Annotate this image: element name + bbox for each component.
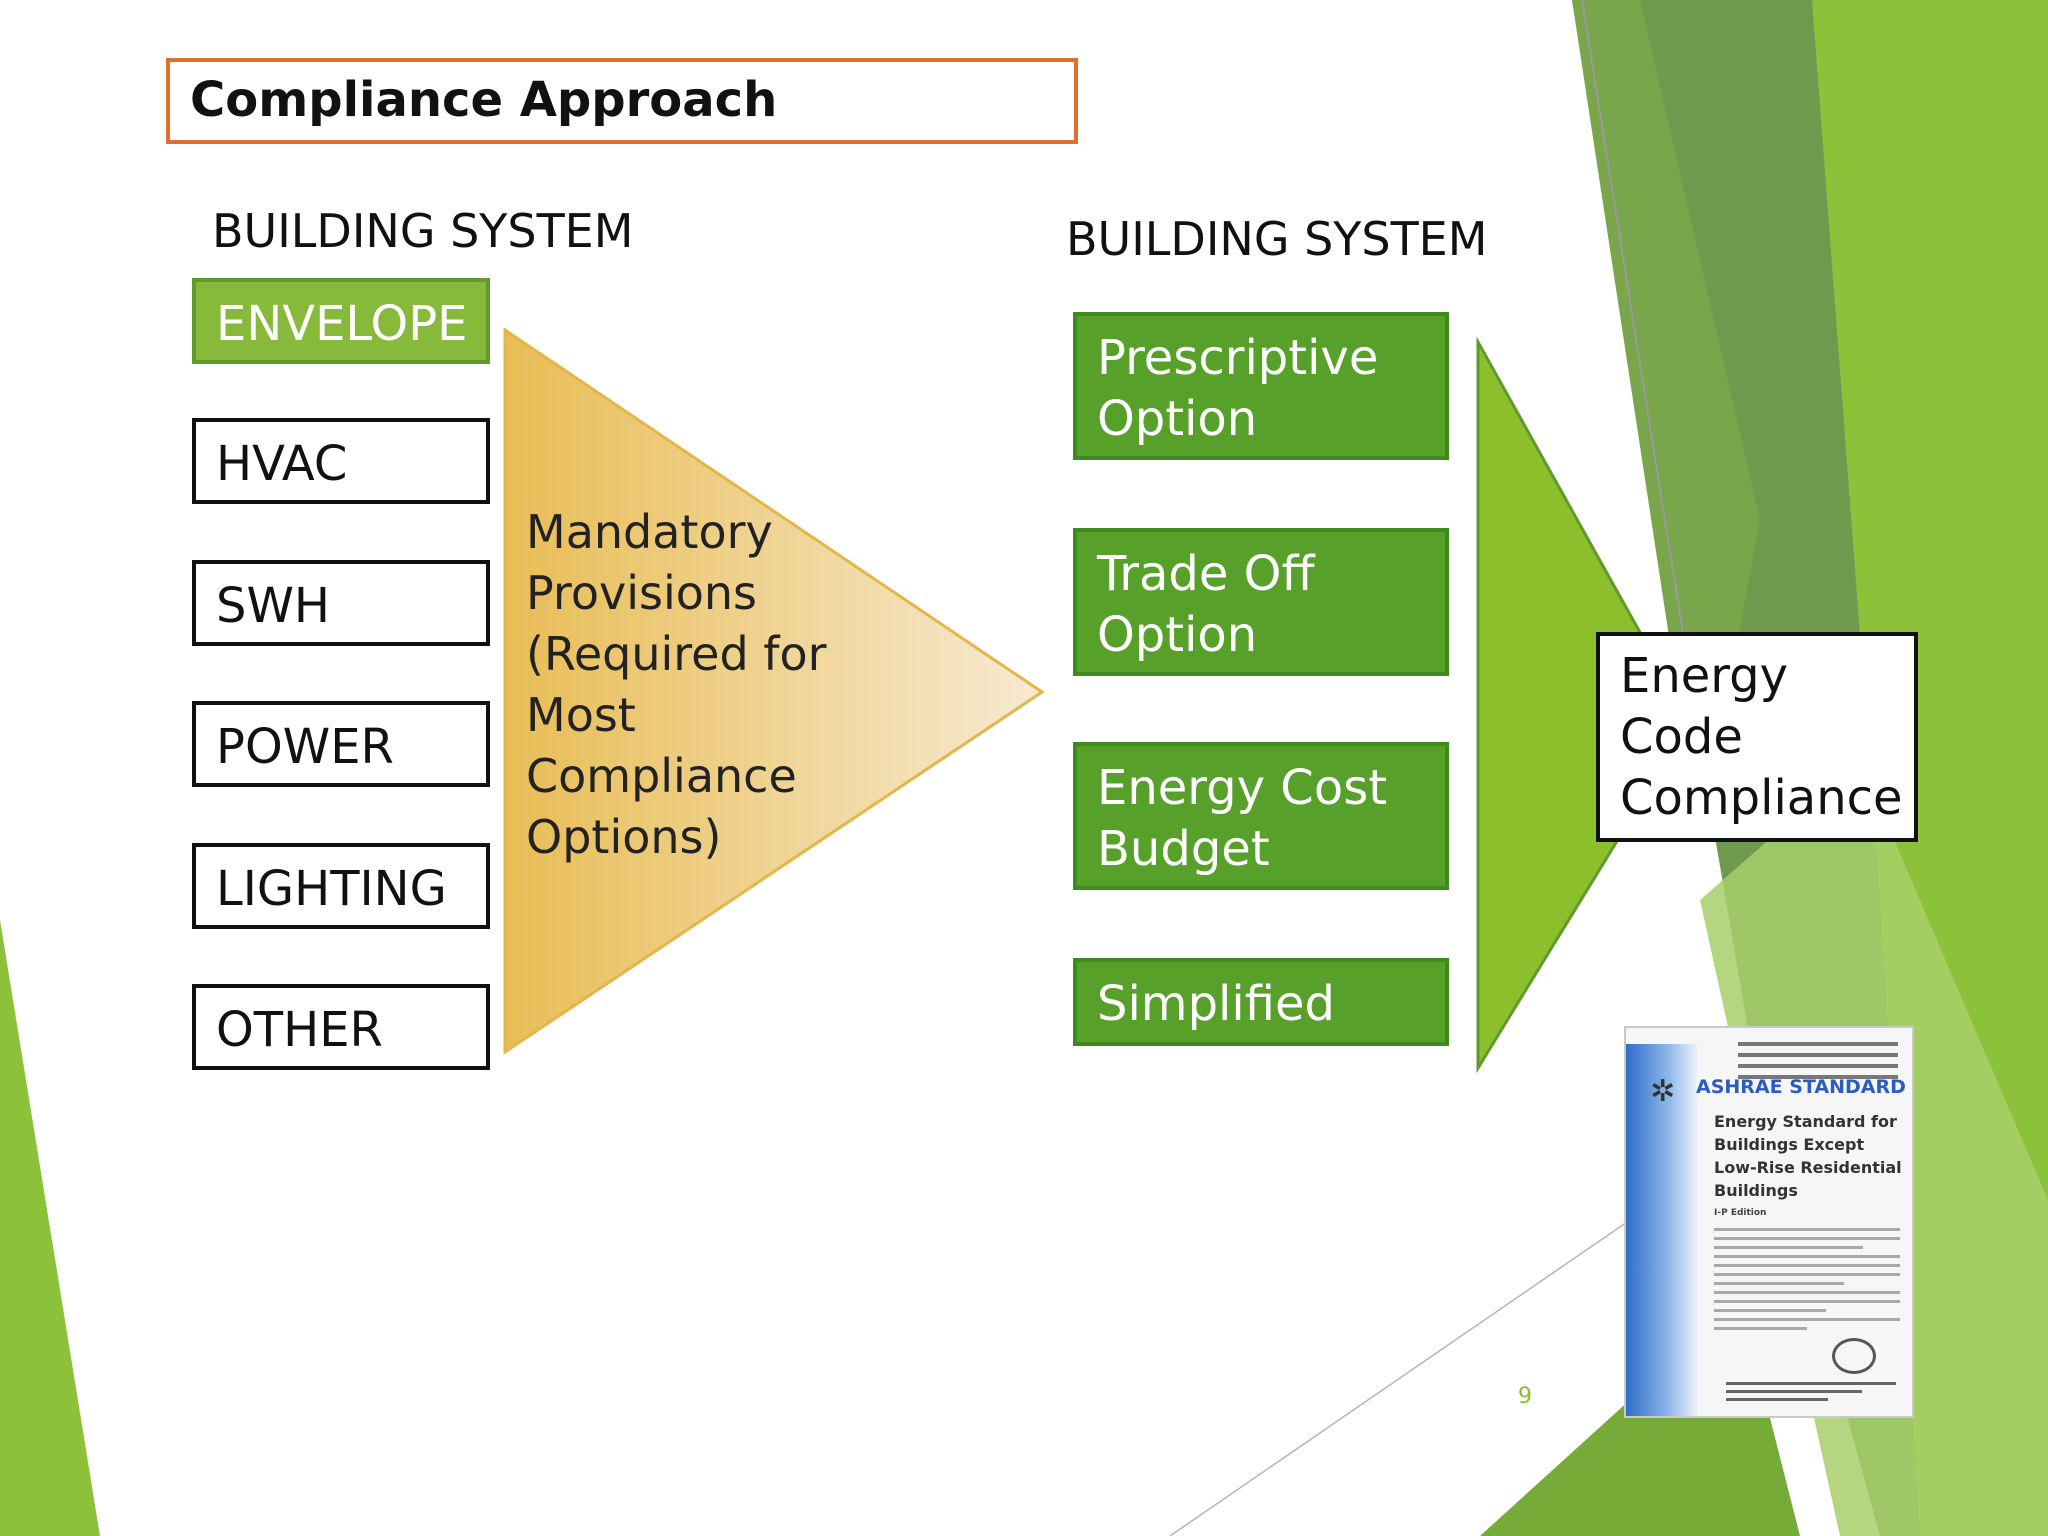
system-lighting: LIGHTING [192,843,490,929]
cover-header-lines [1738,1042,1898,1086]
energy-code-compliance-box: Energy Code Compliance [1596,632,1918,842]
ashrae-standard-cover-image: ✲ ASHRAE STANDARD Energy Standard for Bu… [1624,1026,1914,1418]
compliance-arrow [1476,336,1692,1074]
bg-green-left [0,920,100,1536]
left-heading: BUILDING SYSTEM [212,204,634,258]
mandatory-provisions-text: Mandatory Provisions (Required for Most … [526,505,827,864]
cover-body-lines [1714,1228,1900,1336]
cover-edition: I-P Edition [1714,1208,1767,1218]
ansi-seal-icon [1832,1338,1876,1374]
right-heading: BUILDING SYSTEM [1066,212,1488,266]
bg-green-panel-mid [1572,0,1760,840]
cover-footer-lines [1726,1382,1896,1406]
page-number: 9 [1518,1384,1532,1409]
bg-thin-line-2 [1169,1219,1631,1536]
ashrae-logo-icon: ✲ [1650,1074,1676,1109]
option-trade-off: Trade Off Option [1073,528,1449,676]
cover-blue-stripe [1626,1044,1698,1416]
system-hvac: HVAC [192,418,490,504]
system-swh: SWH [192,560,490,646]
system-envelope: ENVELOPE [192,278,490,364]
option-simplified: Simplified [1073,958,1449,1046]
system-other: OTHER [192,984,490,1070]
bg-thin-line [1581,0,1701,741]
option-energy-cost-budget: Energy Cost Budget [1073,742,1449,890]
system-power: POWER [192,701,490,787]
cover-header: ASHRAE STANDARD [1696,1076,1906,1098]
slide-title: Compliance Approach [166,58,1078,144]
option-prescriptive: Prescriptive Option [1073,312,1449,460]
cover-title: Energy Standard for Buildings Except Low… [1714,1112,1902,1200]
mandatory-triangle [503,327,1045,1055]
